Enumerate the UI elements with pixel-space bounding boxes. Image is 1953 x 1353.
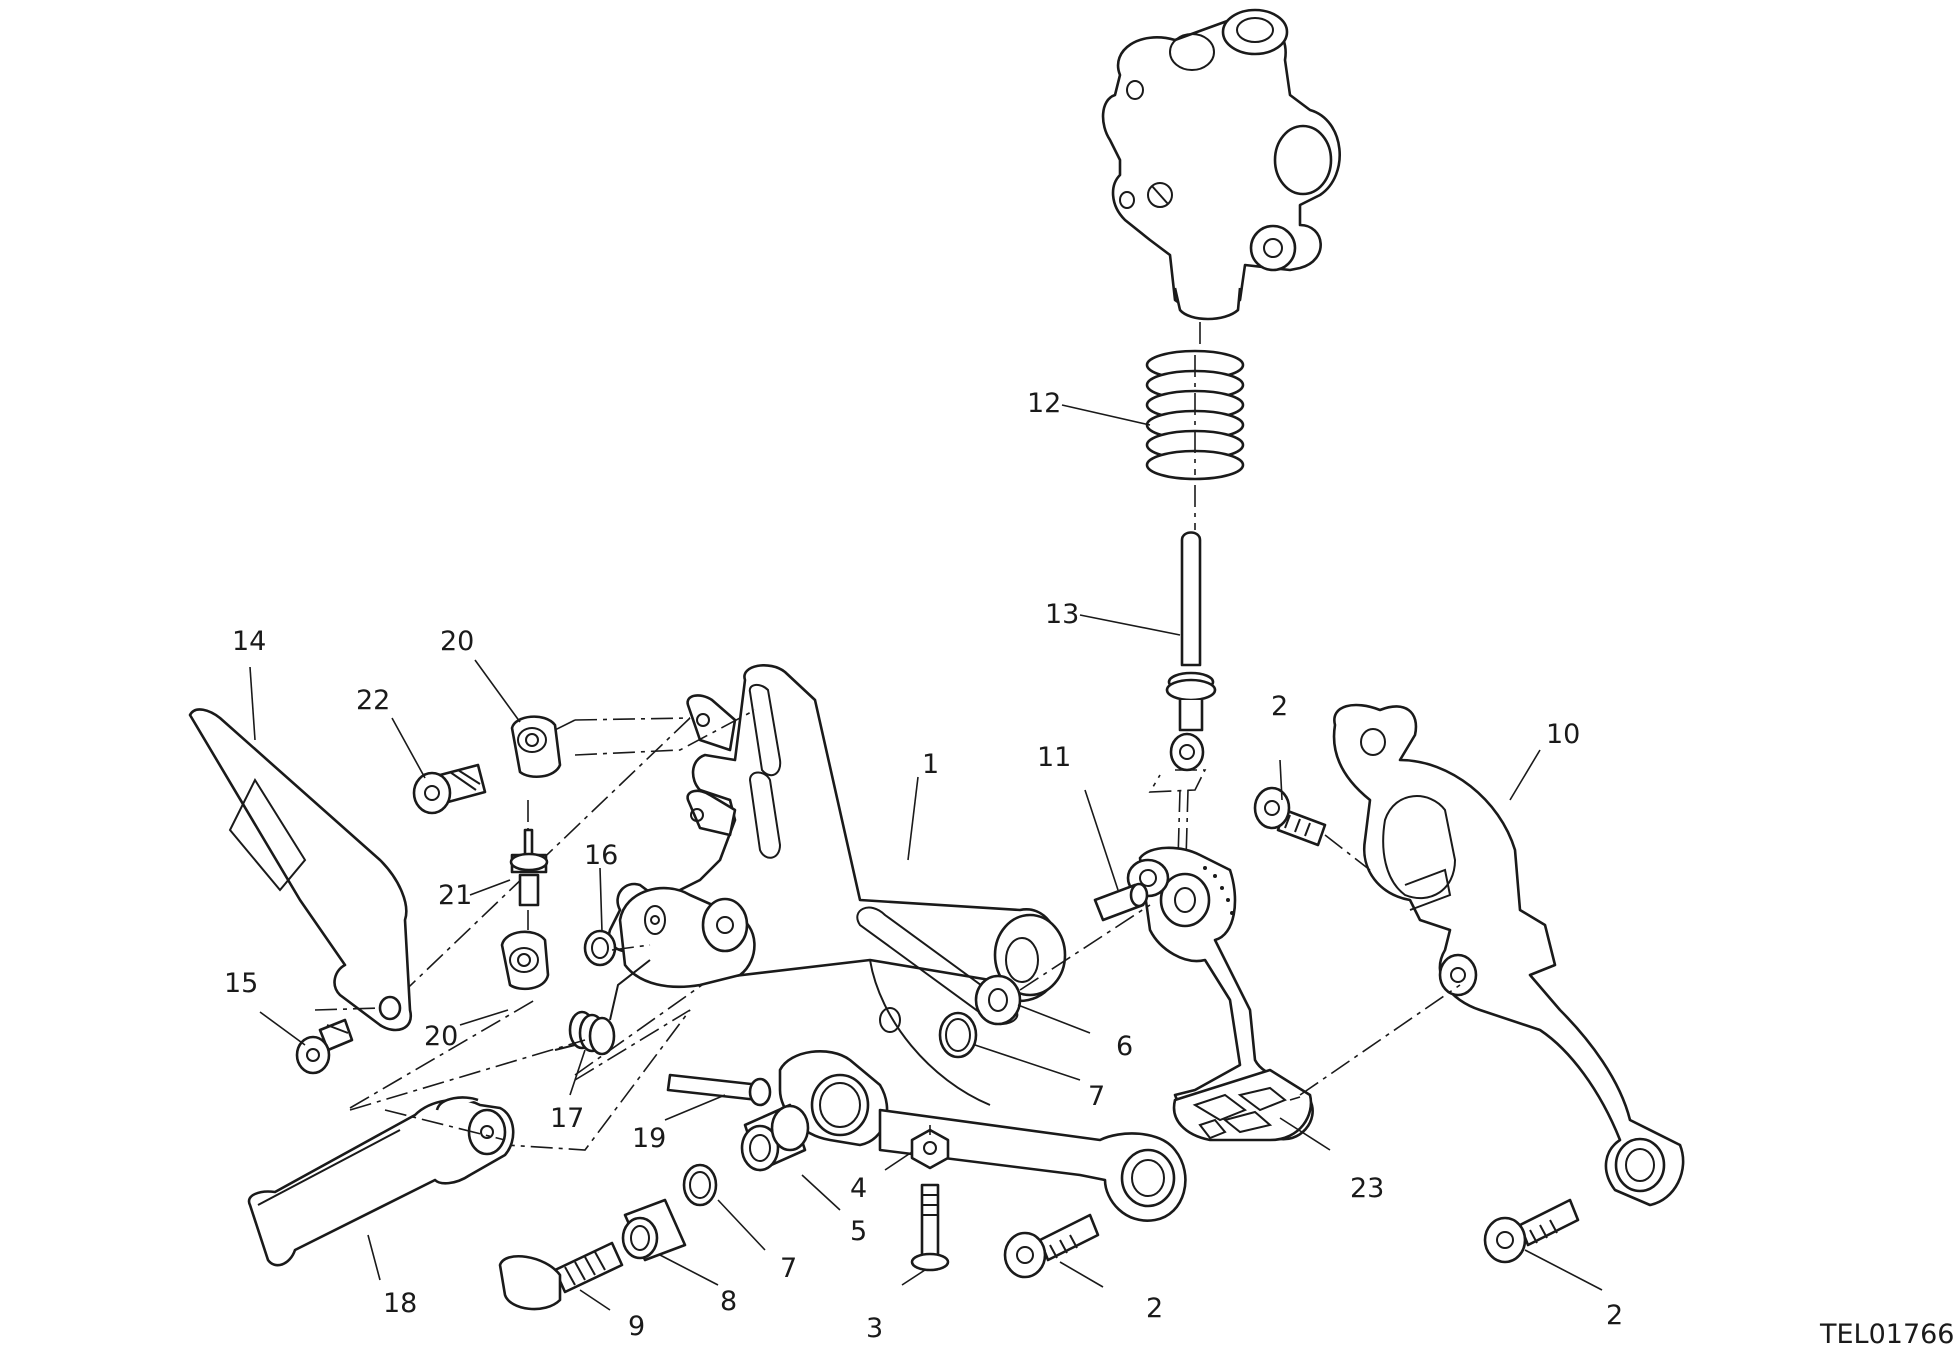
callout-20-upper: 20 [440,626,474,657]
callout-9: 9 [628,1311,645,1342]
pivot-pin-19 [666,1073,772,1107]
callout-5: 5 [850,1216,867,1247]
callout-2-right: 2 [1606,1300,1623,1331]
callout-18: 18 [383,1288,417,1319]
heel-plate [188,708,413,1032]
bolt-15 [295,1018,354,1075]
callout-21: 21 [438,880,472,911]
bushing-8 [621,1198,687,1262]
brake-master-cylinder [1101,8,1341,321]
eccentric-adjuster-upper [510,715,562,779]
callout-22: 22 [356,685,390,716]
adjuster-pin [509,828,549,907]
return-spring [1145,349,1245,481]
bolt-2-right [1483,1198,1580,1264]
callout-16: 16 [584,840,618,871]
callout-2-center: 2 [1146,1293,1163,1324]
callout-23: 23 [1350,1173,1384,1204]
callout-1: 1 [922,749,939,780]
callout-11: 11 [1037,742,1071,773]
eccentric-adjuster-lower [500,930,550,991]
callout-8: 8 [720,1286,737,1317]
callout-3: 3 [866,1313,883,1344]
callout-17: 17 [550,1103,584,1134]
callout-14: 14 [232,626,266,657]
pivot-bolt-9 [498,1241,624,1311]
part-callouts: 1 2 2 2 3 4 5 6 7 7 8 9 10 11 12 13 14 1… [224,388,1623,1344]
torsion-spring [554,959,651,1056]
washers [938,974,1022,1059]
callout-19: 19 [632,1123,666,1154]
callout-15: 15 [224,968,258,999]
leader-lines [249,404,1603,1311]
circlip [583,929,617,967]
callout-6: 6 [1116,1031,1133,1062]
bushing-5 [740,1103,810,1172]
heel-guard [1332,703,1685,1207]
callout-20-lower: 20 [424,1021,458,1052]
footpeg [247,1096,515,1267]
bolt-2-top [1253,786,1327,847]
push-rod [1165,531,1217,772]
nut-4 [910,1128,950,1170]
brake-pedal [1126,846,1314,1142]
bolt-22 [412,763,487,815]
footpeg-bracket [607,664,1187,1222]
washer-7-lower [682,1163,718,1207]
drawing-code: TEL01766 [1819,1319,1953,1350]
callout-10: 10 [1546,719,1580,750]
pivot-pin [1093,882,1149,922]
bolt-2-center [1003,1213,1100,1279]
callout-2-top: 2 [1271,691,1288,722]
bolt-3 [910,1183,950,1272]
callout-7-lower: 7 [780,1253,797,1284]
callout-12: 12 [1027,388,1061,419]
callout-4: 4 [850,1173,867,1204]
callout-13: 13 [1045,599,1079,630]
callout-7-upper: 7 [1088,1081,1105,1112]
